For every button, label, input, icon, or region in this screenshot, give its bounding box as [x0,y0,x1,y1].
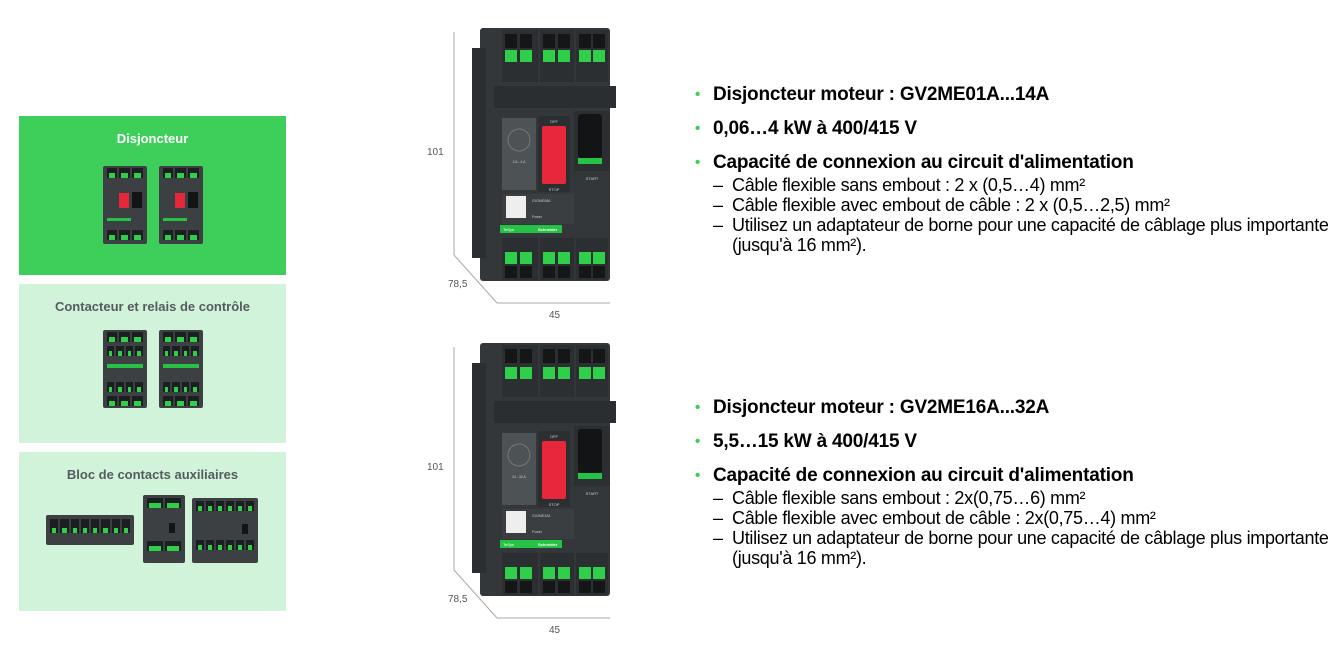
contactor-thumbnail [102,330,147,408]
dimension-drawing-1: 101 78,5 45 [410,20,630,330]
tile-title: Bloc de contacts auxiliaires [66,467,239,482]
dash-icon: – [713,195,723,215]
dimension-width: 45 [549,310,561,321]
breaker-thumbnails [19,166,286,244]
series-label: TeSys [503,542,514,547]
tile-title: Contacteur et relais de contrôle [54,299,251,314]
spec-item: • Disjoncteur moteur : GV2ME16A...32A [695,397,1335,419]
connection-sub-list: –Câble flexible sans embout : 2x(0,75…6)… [713,488,1335,568]
dimension-drawing-2: 101 78,5 45 [410,335,630,645]
dimension-depth: 78,5 [448,594,468,605]
reference-label: GV2ME08A [532,199,551,203]
brand-label: Schneider [538,227,558,232]
dash-icon: – [713,508,723,528]
spec-item: • Disjoncteur moteur : GV2ME01A...14A [695,84,1335,106]
motor-circuit-breaker-image: OFF STOP START 2,5...4 A GV2ME08A Power … [472,28,616,281]
brand-label: Schneider [538,542,558,547]
category-tile-disjoncteur[interactable]: Disjoncteur [19,116,286,275]
spec-connection-capacity: Capacité de connexion au circuit d'alime… [713,152,1134,173]
stop-label: STOP [549,187,560,192]
bullet-icon: • [695,433,701,450]
spec-item: • 0,06…4 kW à 400/415 V [695,118,1335,140]
dimension-lines [453,347,610,619]
range-label: 2,5...4 A [513,160,527,164]
start-label: START [586,176,599,181]
off-label: OFF [550,434,559,439]
dimension-width: 45 [549,625,561,636]
category-tile-bloc-contacts[interactable]: Bloc de contacts auxiliaires [19,452,286,611]
breaker-thumbnail [158,166,203,244]
connection-sub-list: –Câble flexible sans embout : 2 x (0,5…4… [713,175,1335,255]
sub-item: –Câble flexible sans embout : 2x(0,75…6)… [713,488,1086,508]
contactor-thumbnails [19,330,286,408]
spec-item: • 5,5…15 kW à 400/415 V [695,431,1335,453]
dimension-height: 101 [427,147,444,158]
stop-label: STOP [549,502,560,507]
breaker-thumbnail [102,166,147,244]
spec-list-2: • Disjoncteur moteur : GV2ME16A...32A • … [695,397,1335,568]
dash-icon: – [713,528,723,548]
dash-icon: – [713,488,723,508]
spec-power-range: 5,5…15 kW à 400/415 V [713,431,917,452]
dimension-depth: 78,5 [448,279,468,290]
spec-model-range: Disjoncteur moteur : GV2ME01A...14A [713,84,1050,105]
bullet-icon: • [695,154,701,171]
bullet-icon: • [695,86,701,103]
tile-title: Disjoncteur [116,131,189,146]
top-terminals [502,30,608,82]
spec-item: • Capacité de connexion au circuit d'ali… [695,465,1335,487]
dash-icon: – [713,215,723,235]
power-label: Power [532,530,543,534]
sub-item: –Câble flexible sans embout : 2 x (0,5…4… [713,175,1085,195]
category-tile-contacteur[interactable]: Contacteur et relais de contrôle [19,284,286,443]
spec-power-range: 0,06…4 kW à 400/415 V [713,118,917,139]
aux-block-thumbnail [46,515,134,545]
sub-item: –Câble flexible avec embout de câble : 2… [713,195,1170,215]
dash-icon: – [713,175,723,195]
aux-block-thumbnail [143,495,185,563]
sub-item: –Câble flexible avec embout de câble : 2… [713,508,1156,528]
dimension-lines [453,32,610,304]
start-label: START [586,491,599,496]
spec-item: • Capacité de connexion au circuit d'ali… [695,152,1335,174]
bullet-icon: • [695,120,701,137]
spec-model-range: Disjoncteur moteur : GV2ME16A...32A [713,397,1050,418]
power-label: Power [532,215,543,219]
bottom-terminals [502,238,608,280]
aux-block-thumbnail [192,498,258,563]
sub-item: –Utilisez un adaptateur de borne pour un… [713,215,1329,255]
off-label: OFF [550,119,559,124]
range-label: 24...32 A [512,475,526,479]
spec-list-1: • Disjoncteur moteur : GV2ME01A...14A • … [695,84,1335,255]
bottom-terminals [502,553,608,595]
sub-item: –Utilisez un adaptateur de borne pour un… [713,528,1329,568]
reference-label: GV2ME32A [532,514,551,518]
bullet-icon: • [695,399,701,416]
series-label: TeSys [503,227,514,232]
bullet-icon: • [695,467,701,484]
spec-connection-capacity: Capacité de connexion au circuit d'alime… [713,465,1134,486]
dimension-height: 101 [427,462,444,473]
motor-circuit-breaker-image: OFF STOP START 24...32 A GV2ME32A Power … [472,343,616,596]
top-terminals [502,345,608,397]
contactor-thumbnail [158,330,203,408]
